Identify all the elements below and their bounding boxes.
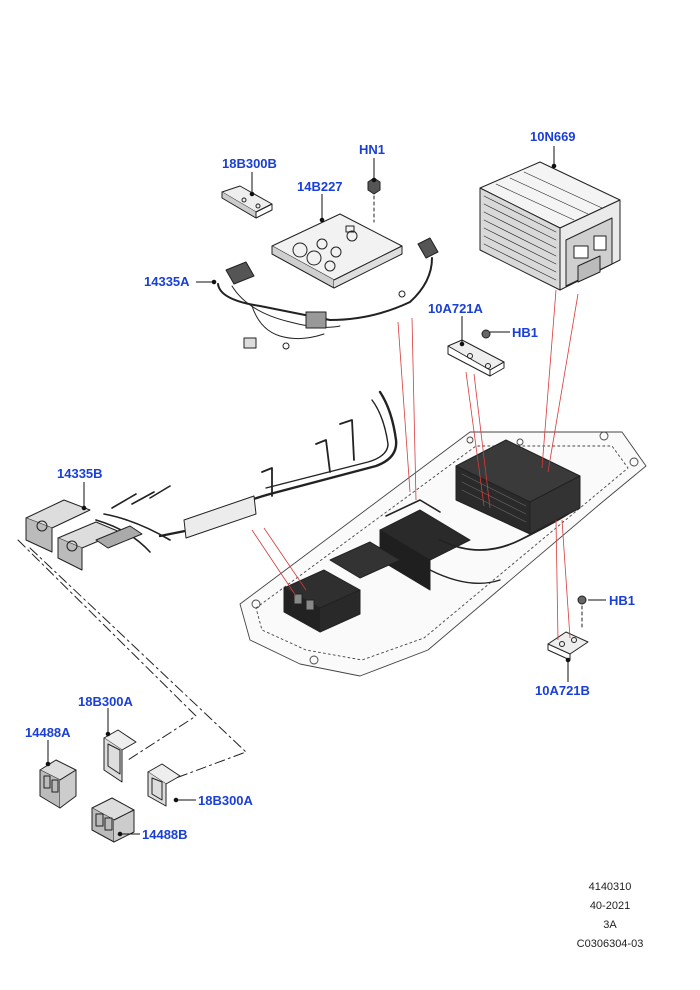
installed-module [455, 439, 581, 535]
cover-18b300b [221, 185, 273, 219]
red-leaders [251, 289, 579, 641]
callout-10a721a: 10A721A [428, 301, 483, 316]
reference-line-4: C0306304-03 [576, 938, 644, 950]
callout-10a721b: 10A721B [535, 683, 590, 698]
callout-14488a: 14488A [25, 725, 71, 740]
callout-14335a: 14335A [144, 274, 190, 289]
central-cluster [329, 499, 569, 591]
cover-18b300a-top [103, 729, 137, 783]
relation-lines [17, 539, 247, 779]
callout-18b300a-bottom: 18B300A [198, 793, 253, 808]
callout-18b300b: 18B300B [222, 156, 277, 171]
callout-18b300a-top: 18B300A [78, 694, 133, 709]
module-10n669 [479, 161, 621, 291]
bracket-10a721a [447, 329, 505, 377]
bracket-10a721b [547, 631, 589, 661]
harness-14335b [25, 390, 398, 571]
callout-hb1-top: HB1 [512, 325, 539, 340]
reference-line-3: 3A [603, 919, 617, 931]
callout-10n669: 10N669 [530, 129, 576, 144]
bolt-hb1-bottom [577, 595, 587, 631]
callout-hn1: HN1 [359, 142, 386, 157]
connector-14488a [39, 759, 77, 809]
harness-14335a [217, 237, 439, 350]
callout-hb1-bottom: HB1 [609, 593, 636, 608]
connector-14488b [91, 797, 135, 843]
board-14b227 [271, 213, 403, 289]
cover-18b300a-bottom [147, 763, 181, 807]
callout-14335b: 14335B [57, 466, 103, 481]
callout-14488b: 14488B [142, 827, 188, 842]
callout-14b227: 14B227 [297, 179, 343, 194]
reference-block: 4140310 40-2021 3A C0306304-03 [560, 878, 660, 954]
reference-line-1: 4140310 [588, 881, 632, 893]
nut-hn1 [367, 177, 381, 223]
reference-line-2: 40-2021 [589, 900, 631, 912]
front-connector-block [283, 569, 361, 633]
callout-leaders [45, 146, 606, 837]
